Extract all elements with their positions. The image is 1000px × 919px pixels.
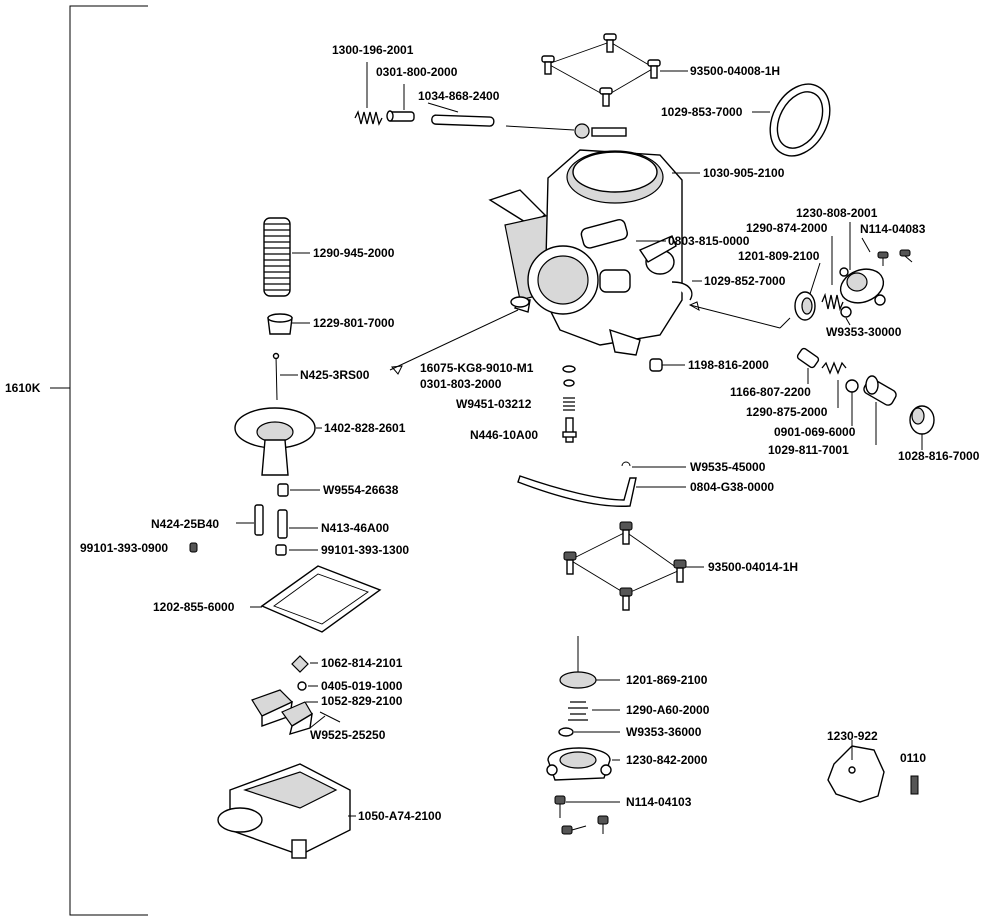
part-jet-n424 [254, 504, 264, 536]
part-cover-1230-842 [546, 747, 612, 781]
part-pilot-spring [821, 292, 844, 312]
label-1290-874-2000: 1290-874-2000 [746, 221, 828, 235]
part-float-pin [319, 711, 341, 723]
part-clip-w9535 [621, 461, 631, 467]
label-99101-393-1300: 99101-393-1300 [321, 543, 409, 557]
part-float-valve [291, 655, 309, 673]
label-1402-828-2601: 1402-828-2601 [324, 421, 406, 435]
part-spring-1290-a60 [568, 701, 588, 721]
label-1030-905-2100: 1030-905-2100 [703, 166, 785, 180]
label-n114-04103: N114-04103 [626, 795, 692, 809]
label-1230-922: 1230-922 [827, 729, 878, 743]
label-0804-g38-0000: 0804-G38-0000 [690, 480, 774, 494]
label-0405-019-1000: 0405-019-1000 [321, 679, 403, 693]
part-top-screws [541, 33, 661, 107]
part-screw-n446 [562, 417, 577, 443]
part-rod-screw [505, 123, 627, 139]
part-jet-n413 [277, 509, 288, 539]
part-float-bowl [217, 763, 351, 859]
part-spring-w9451 [563, 397, 575, 411]
part-screws-n114-04103 [554, 795, 609, 835]
label-0901-069-6000: 0901-069-6000 [774, 425, 856, 439]
label-1202-855-6000: 1202-855-6000 [153, 600, 235, 614]
part-jet-needle [272, 352, 280, 401]
part-float [251, 689, 313, 736]
part-jet-99101-0900 [189, 542, 198, 553]
part-hose-0804 [517, 475, 637, 507]
part-jet-w9554 [277, 483, 289, 497]
label-n413-46a00: N413-46A00 [321, 521, 389, 535]
label-93500-04008-1h: 93500-04008-1H [690, 64, 780, 78]
label-0803-815-0000: 0803-815-0000 [668, 234, 750, 248]
part-diaphragm-needle [559, 636, 597, 689]
label-n425-3rs00: N425-3RS00 [300, 368, 370, 382]
label-1229-801-7000: 1229-801-7000 [313, 316, 395, 330]
part-rod [431, 114, 495, 127]
part-jet-99101-1300 [275, 544, 287, 556]
label-0301-800-2000: 0301-800-2000 [376, 65, 458, 79]
label-1028-816-7000: 1028-816-7000 [898, 449, 980, 463]
label-1230-842-2000: 1230-842-2000 [626, 753, 708, 767]
part-vacuum-piston [234, 407, 316, 476]
label-1290-a60-2000: 1290-A60-2000 [626, 703, 710, 717]
label-1198-816-2000: 1198-816-2000 [688, 358, 769, 372]
part-main-spring [263, 217, 291, 297]
part-0110 [910, 775, 919, 795]
label-1029-811-7001: 1029-811-7001 [768, 443, 849, 457]
label-1050-a74-2100: 1050-A74-2100 [358, 809, 442, 823]
label-n424-25b40: N424-25B40 [151, 517, 219, 531]
part-spring-small [354, 110, 383, 126]
label-1300-196-2001: 1300-196-2001 [332, 43, 414, 57]
part-diaphragm-small [794, 291, 816, 321]
part-screw-1198 [649, 358, 676, 372]
part-float-pin-clip [297, 681, 307, 691]
part-oring-16075 [562, 365, 576, 373]
part-oring-w9353-36000 [558, 727, 574, 737]
label-0110: 0110 [900, 751, 926, 765]
part-oring-small [840, 306, 852, 318]
part-ring-seal [769, 83, 831, 157]
label-w9353-36000: W9353-36000 [626, 725, 702, 739]
carburetor-body [488, 149, 693, 356]
label-93500-04014-1h: 93500-04014-1H [708, 560, 798, 574]
label-1052-829-2100: 1052-829-2100 [321, 694, 403, 708]
label-1062-814-2101: 1062-814-2101 [321, 656, 403, 670]
label-n446-10a00: N446-10A00 [470, 428, 538, 442]
label-1201-809-2100: 1201-809-2100 [738, 249, 820, 263]
label-w9525-25250: W9525-25250 [310, 728, 386, 742]
part-pin [386, 110, 415, 122]
label-1034-868-2400: 1034-868-2400 [418, 89, 500, 103]
label-1166-807-2200: 1166-807-2200 [730, 385, 811, 399]
label-1290-945-2000: 1290-945-2000 [313, 246, 395, 260]
assembly-label: 1610K [5, 381, 41, 395]
part-cap-1028 [909, 405, 935, 435]
label-n114-04083: N114-04083 [860, 222, 926, 236]
label-1201-869-2100: 1201-869-2100 [626, 673, 708, 687]
part-pilot-cover [839, 267, 886, 306]
label-w9353-30000: W9353-30000 [826, 325, 902, 339]
label-16075-kg8-9010-m1: 16075-KG8-9010-M1 [420, 361, 534, 375]
part-1029-811 [863, 375, 897, 406]
label-1029-853-7000: 1029-853-7000 [661, 105, 743, 119]
part-spring-1290-875 [821, 361, 847, 375]
part-pilot-screws [877, 249, 913, 266]
part-bottom-screws [563, 521, 687, 611]
part-1166-807 [796, 347, 820, 369]
label-1230-808-2001: 1230-808-2001 [796, 206, 878, 220]
label-1029-852-7000: 1029-852-7000 [704, 274, 786, 288]
label-1290-875-2000: 1290-875-2000 [746, 405, 828, 419]
part-needle-holder [267, 313, 293, 335]
label-w9535-45000: W9535-45000 [690, 460, 766, 474]
part-washer-0301 [563, 379, 575, 387]
assembly-bracket [50, 5, 148, 916]
label-0301-803-2000: 0301-803-2000 [420, 377, 502, 391]
label-w9451-03212: W9451-03212 [456, 397, 532, 411]
part-float-gasket [260, 565, 382, 633]
label-w9554-26638: W9554-26638 [323, 483, 399, 497]
part-oring-0901 [845, 379, 859, 393]
label-99101-393-0900: 99101-393-0900 [80, 541, 168, 555]
part-decal-1230-922 [827, 745, 885, 803]
